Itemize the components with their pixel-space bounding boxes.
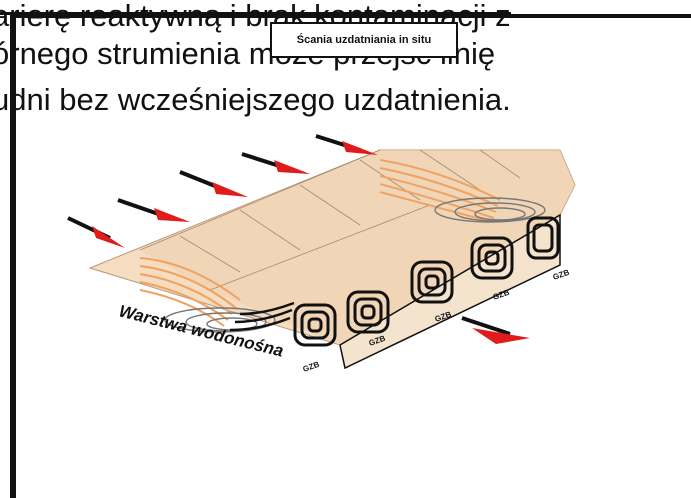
- flow-arrow-icon: [180, 172, 248, 197]
- outflow-arrow-icon: [462, 318, 530, 344]
- gzb-label-1: GZB: [302, 360, 321, 374]
- gzb-label-5: GZB: [552, 268, 571, 282]
- flow-arrow-icon: [68, 218, 125, 248]
- flow-arrow-icon: [316, 136, 378, 155]
- flow-arrow-icon: [242, 154, 310, 174]
- flow-arrow-icon: [118, 200, 190, 222]
